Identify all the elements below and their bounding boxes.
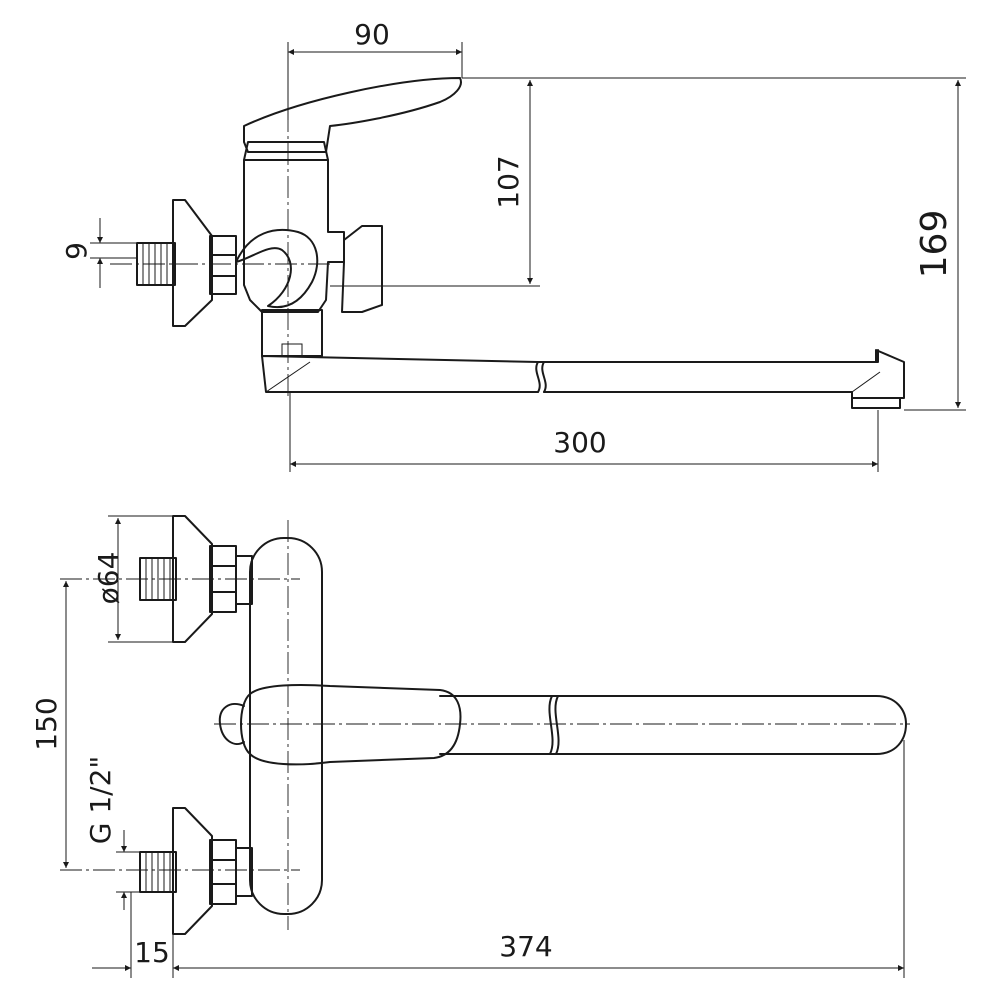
top-spout xyxy=(439,695,907,755)
dim-9-label: 9 xyxy=(60,242,93,260)
dim-300-label: 300 xyxy=(553,426,606,459)
side-view xyxy=(110,77,905,409)
dim-107-label: 107 xyxy=(492,155,525,208)
top-lower-thread xyxy=(139,851,177,893)
dim-thread-label: G 1/2" xyxy=(84,756,117,845)
top-body xyxy=(249,537,323,915)
top-lever-handle xyxy=(240,683,462,766)
side-wall-flange xyxy=(172,199,213,327)
dim-374-label: 374 xyxy=(499,930,552,963)
top-view xyxy=(60,515,910,935)
dim-169-label: 169 xyxy=(914,210,955,279)
side-collar xyxy=(261,309,323,357)
side-body-swirl xyxy=(235,228,319,309)
top-lower-nut xyxy=(209,839,253,905)
side-spout xyxy=(261,349,879,393)
top-lower-flange xyxy=(172,807,213,935)
top-spout-break xyxy=(548,695,560,755)
dim-15-label: 15 xyxy=(134,936,170,969)
side-spout-break xyxy=(535,361,547,393)
side-thread-pipe xyxy=(136,242,176,286)
dim-150-label: 150 xyxy=(30,697,63,750)
dim-90-label: 90 xyxy=(354,18,390,51)
side-lever-handle xyxy=(243,77,462,153)
side-hex-nut xyxy=(209,235,237,295)
top-dimensions: ø64 150 G 1/2" 15 374 xyxy=(30,515,905,978)
side-spout-far xyxy=(543,349,905,399)
side-body xyxy=(243,159,345,313)
side-aerator xyxy=(851,397,901,409)
side-dimensions: 90 169 107 9 300 xyxy=(60,18,966,472)
dim-d64-label: ø64 xyxy=(92,552,125,605)
side-handle-neck xyxy=(243,141,329,161)
side-diverter-knob xyxy=(341,225,383,313)
